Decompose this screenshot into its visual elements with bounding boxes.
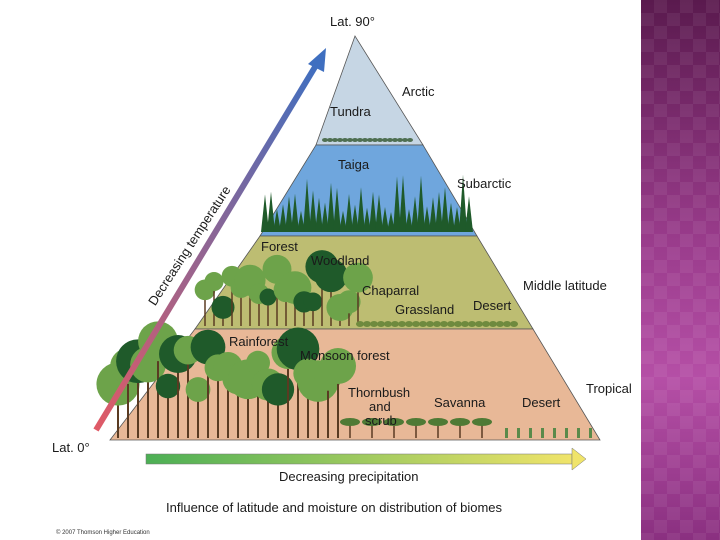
- biome-label-monsoon-forest: Monsoon forest: [300, 348, 390, 363]
- precipitation-axis-label: Decreasing precipitation: [279, 469, 419, 484]
- zone-label-arctic: Arctic: [402, 84, 435, 99]
- biome-label-desert-middle: Desert: [473, 298, 512, 313]
- biome-label-thornbush: Thornbush: [348, 385, 411, 400]
- zone-label-middle-latitude: Middle latitude: [523, 278, 607, 293]
- zone-label-subarctic: Subarctic: [457, 176, 512, 191]
- biome-label-rainforest: Rainforest: [229, 334, 289, 349]
- biome-label-grassland: Grassland: [395, 302, 455, 317]
- biome-label-taiga: Taiga: [338, 157, 370, 172]
- biome-label-forest: Forest: [261, 239, 298, 254]
- biome-label-savanna: Savanna: [434, 395, 486, 410]
- biome-label-chaparral: Chaparral: [362, 283, 420, 298]
- zone-label-tropical: Tropical: [586, 381, 632, 396]
- lat-90-label: Lat. 90°: [330, 14, 375, 29]
- figure-caption: Influence of latitude and moisture on di…: [166, 500, 503, 515]
- temperature-arrow: [93, 48, 326, 432]
- precipitation-arrow: [145, 447, 587, 471]
- biome-label-woodland: Woodland: [311, 253, 370, 268]
- biome-label-tundra: Tundra: [330, 104, 371, 119]
- biome-label-scrub: scrub: [365, 413, 397, 428]
- biome-label-desert-tropical: Desert: [522, 395, 561, 410]
- biome-label-and: and: [369, 399, 391, 414]
- lat-0-label: Lat. 0°: [52, 440, 90, 455]
- copyright-credit: © 2007 Thomson Higher Education: [56, 530, 150, 536]
- decorative-side-panel: [641, 0, 720, 540]
